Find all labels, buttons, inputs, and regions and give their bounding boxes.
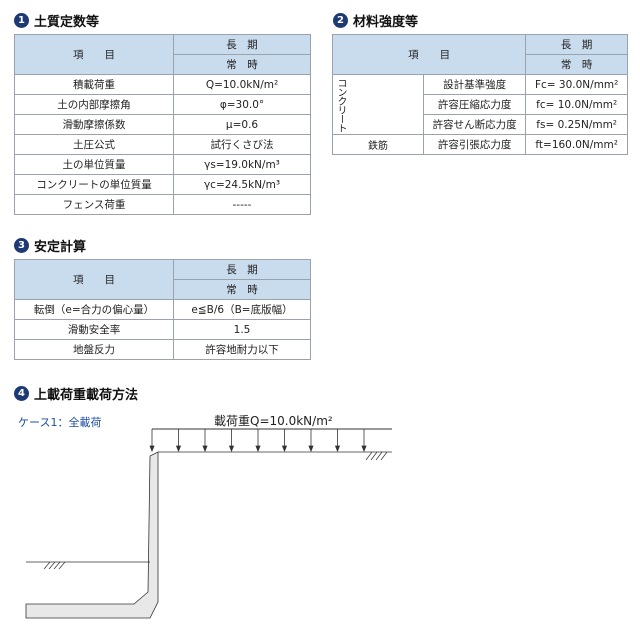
load-label: 載荷重Q=10.0kN/m² (214, 414, 333, 428)
group-label-rebar: 鉄筋 (332, 134, 424, 155)
header-item: 項 目 (14, 259, 174, 300)
header-long-term: 長 期 (173, 34, 311, 55)
load-arrow-head (281, 445, 288, 453)
stability-calc-table: 項 目 長 期 常 時 転倒（e=合力の偏心量）e≦B/6（B=底版幅） 滑動安… (14, 259, 311, 360)
load-arrow-head (175, 445, 182, 453)
section-number: 3 (14, 238, 29, 253)
load-arrow-head (308, 445, 314, 453)
header-item: 項 目 (331, 34, 527, 75)
header-item: 項 目 (14, 34, 174, 75)
section-number: 2 (333, 13, 348, 28)
table-row: フェンス荷重----- (14, 194, 311, 215)
section-title-material: 2 材料強度等 (333, 11, 418, 30)
table-row: 許容圧縮応力度 fc= 10.0N/mm² (333, 94, 628, 115)
load-arrow-head (334, 445, 341, 453)
group-label-concrete: コンクリート (332, 74, 424, 135)
case-label: ケース1：全載荷 (18, 416, 102, 429)
load-arrow-head (202, 445, 208, 453)
table-row: コンクリート 設計基準強度 Fc= 30.0N/mm² (332, 74, 628, 135)
load-arrows (149, 429, 367, 453)
table-row: 地盤反力許容地耐力以下 (14, 339, 311, 360)
load-arrow-head (255, 445, 261, 453)
table-row: 許容せん断応力度 fs= 0.25N/mm² (333, 114, 628, 135)
header-long-term: 長 期 (525, 34, 628, 55)
section-number: 4 (14, 386, 29, 401)
ground-hatch-top (365, 451, 388, 461)
load-arrow-head (228, 445, 235, 453)
table-row: 土圧公式試行くさび法 (14, 134, 311, 155)
retaining-wall (25, 451, 159, 619)
table-row: 鉄筋 許容引張応力度 ft=160.0N/mm² (332, 134, 628, 155)
ground-hatch-lower (43, 561, 66, 570)
section-title-loading: 4 上載荷重載荷方法 (14, 384, 138, 403)
section-title-soil: 1 土質定数等 (14, 11, 99, 30)
header-normal: 常 時 (173, 279, 311, 300)
section-number: 1 (14, 13, 29, 28)
material-strength-table: 項 目 長 期 常 時 コンクリート 設計基準強度 Fc= 30.0N/mm² … (331, 34, 628, 155)
load-arrow-head (361, 445, 367, 453)
load-arrow-head (149, 445, 155, 453)
section-title-stability: 3 安定計算 (14, 236, 86, 255)
